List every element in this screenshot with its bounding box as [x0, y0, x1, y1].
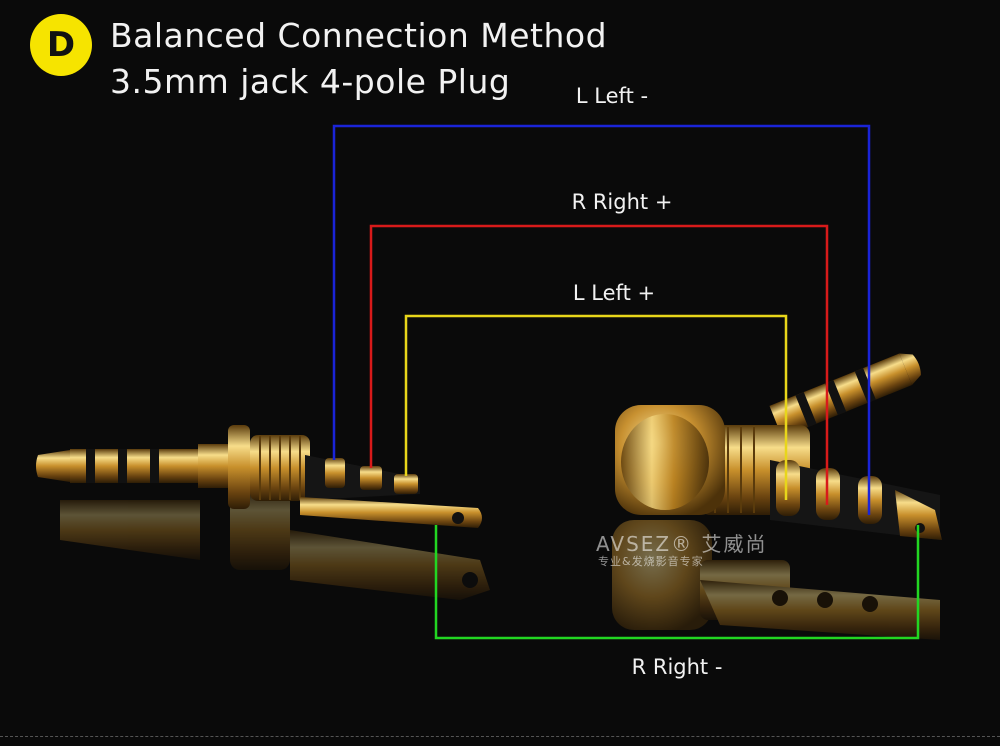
insulator-ring	[150, 449, 159, 483]
ground-tab-hole	[452, 512, 464, 524]
wire-left-minus	[332, 124, 871, 515]
ground-tab-hole	[915, 523, 925, 533]
right-angle-jack-plug	[612, 353, 942, 640]
solder-terminal	[776, 460, 800, 516]
plug-tip	[36, 450, 70, 482]
terminal-insulator	[770, 460, 940, 540]
title-line-2: 3.5mm jack 4-pole Plug	[110, 62, 511, 101]
angle-plug-tip	[899, 353, 921, 386]
watermark-brand: AVSEZ® 艾威尚	[596, 532, 768, 556]
solder-terminal	[394, 474, 418, 494]
label-right-minus: R Right -	[631, 655, 723, 679]
label-left-plus: L Left +	[572, 281, 656, 305]
insulator-ring	[854, 368, 876, 403]
insulator-ring	[86, 449, 95, 483]
label-right-plus: R Right +	[571, 190, 673, 214]
wire-right-minus	[434, 525, 920, 640]
bottom-divider	[0, 736, 1000, 737]
watermark-tagline: 专业&发烧影音专家	[598, 555, 704, 568]
solder-terminal	[360, 466, 382, 490]
badge-letter: D	[46, 25, 76, 65]
angle-plug-shaft	[769, 353, 913, 438]
insulator-ring	[118, 449, 127, 483]
wire-right-plus	[369, 224, 829, 505]
wire-left-plus	[404, 314, 788, 500]
plug-flange	[228, 425, 250, 509]
ground-tab	[895, 490, 942, 540]
title-line-1: Balanced Connection Method	[110, 16, 608, 55]
solder-terminal	[325, 458, 345, 488]
insulator-ring	[795, 392, 817, 427]
ground-tab	[300, 497, 482, 528]
section-badge: D	[30, 14, 92, 76]
insulator-ring	[825, 380, 847, 415]
straight-jack-plug	[36, 425, 490, 600]
label-left-minus: L Left -	[575, 84, 649, 108]
plug-collar	[198, 444, 232, 488]
